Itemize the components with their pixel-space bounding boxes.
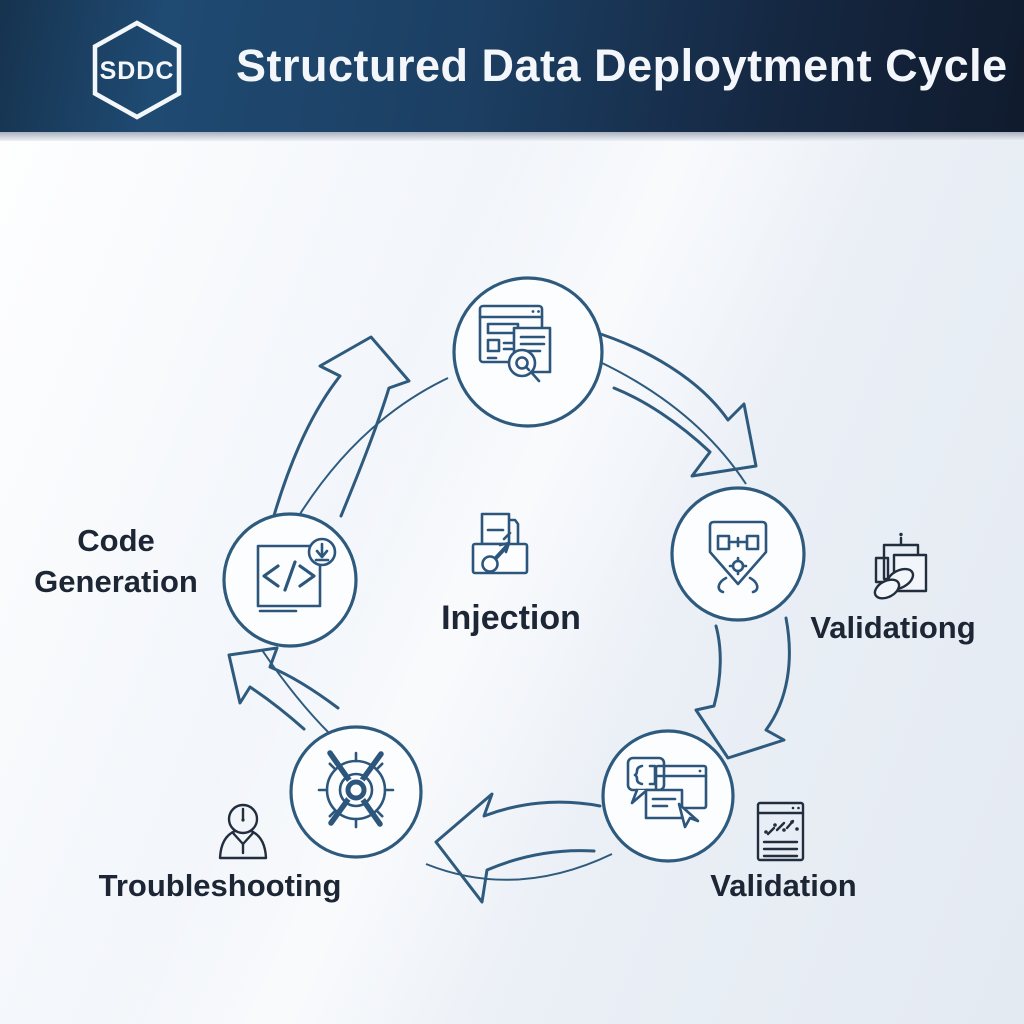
node-right	[670, 486, 806, 622]
page-title: Structured Data Deploytment Cycle	[236, 40, 1008, 91]
arrow-top-to-validationg	[586, 328, 758, 478]
arrow-validationg-to-validation	[694, 616, 791, 760]
label-validation: Validation	[710, 868, 857, 903]
stacked-boxes-icon	[873, 532, 928, 600]
label-validationg: Validationg	[810, 610, 976, 645]
arrow-validation-to-troubleshooting	[434, 792, 602, 904]
header-bar: SDDC Structured Data Deploytment Cycle	[0, 0, 1024, 141]
logo-text: SDDC	[100, 57, 175, 85]
person-clock-icon	[218, 803, 268, 860]
sddc-hexagon-logo: SDDC	[92, 20, 182, 120]
label-injection: Injection	[441, 599, 581, 637]
chart-window-icon	[756, 801, 805, 862]
label-troubleshooting: Troubleshooting	[98, 868, 342, 903]
document-inject-icon	[471, 512, 529, 575]
arrow-troubleshooting-to-codegen	[227, 646, 340, 731]
label-code-generation: Code Generation	[34, 523, 198, 599]
